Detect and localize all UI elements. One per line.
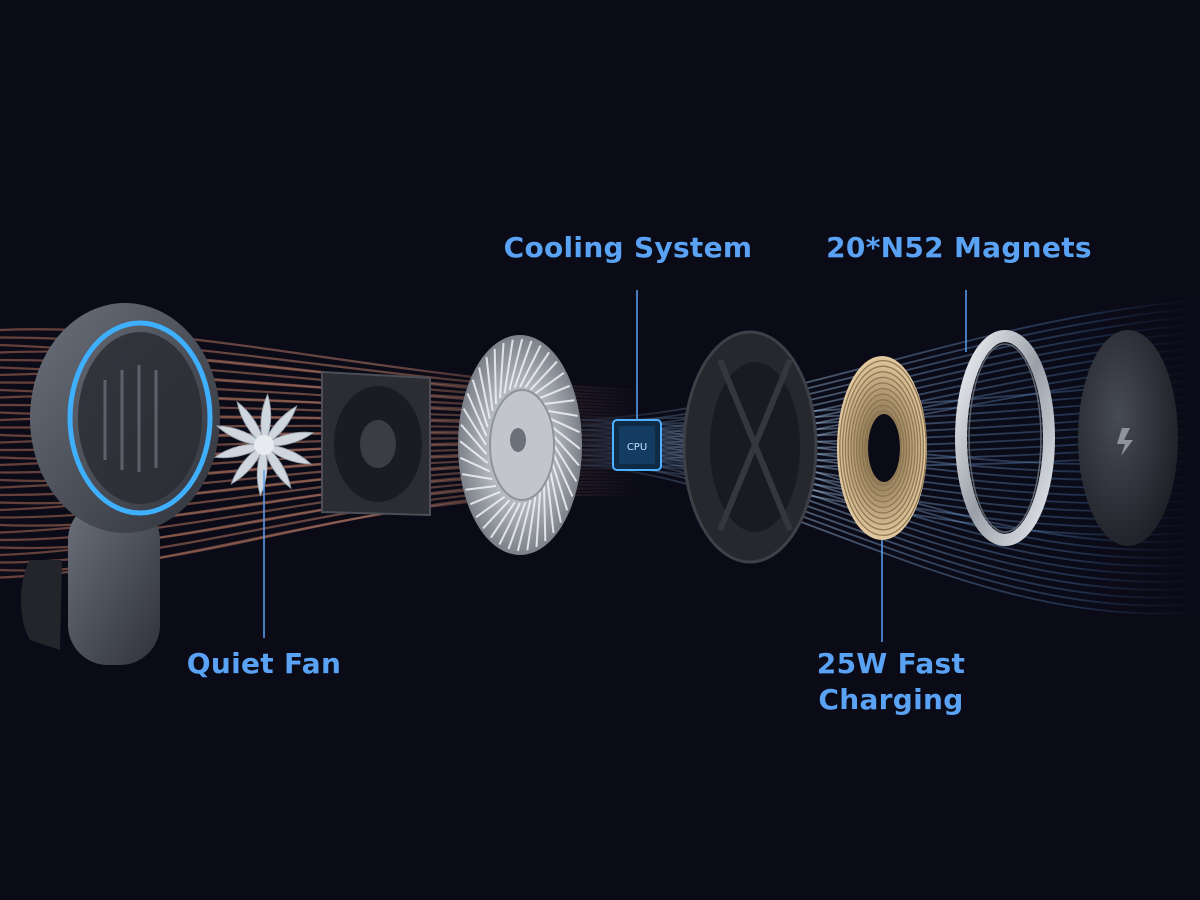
label-cooling-system: Cooling System: [503, 231, 753, 264]
label-magnets: 20*N52 Magnets: [826, 231, 1092, 264]
coil-icon: [837, 356, 927, 540]
plate-icon: [682, 330, 818, 564]
mount-housing: [21, 303, 220, 665]
label-fast-charging-line1: 25W Fast: [816, 647, 966, 680]
square-fan-icon: [321, 370, 431, 517]
label-quiet-fan: Quiet Fan: [186, 647, 342, 680]
label-fast-charging: 25W Fast Charging: [806, 646, 976, 718]
heatsink-icon: [458, 335, 582, 555]
leader-lines: [263, 290, 967, 642]
magnet-ring-icon: [955, 330, 1055, 546]
fan-blade-icon: [213, 393, 315, 497]
cpu-chip-icon: CPU: [612, 419, 662, 471]
cpu-chip-label: CPU: [627, 442, 647, 453]
pad-logo-icon: [1078, 330, 1178, 546]
label-fast-charging-line2: Charging: [818, 683, 964, 716]
